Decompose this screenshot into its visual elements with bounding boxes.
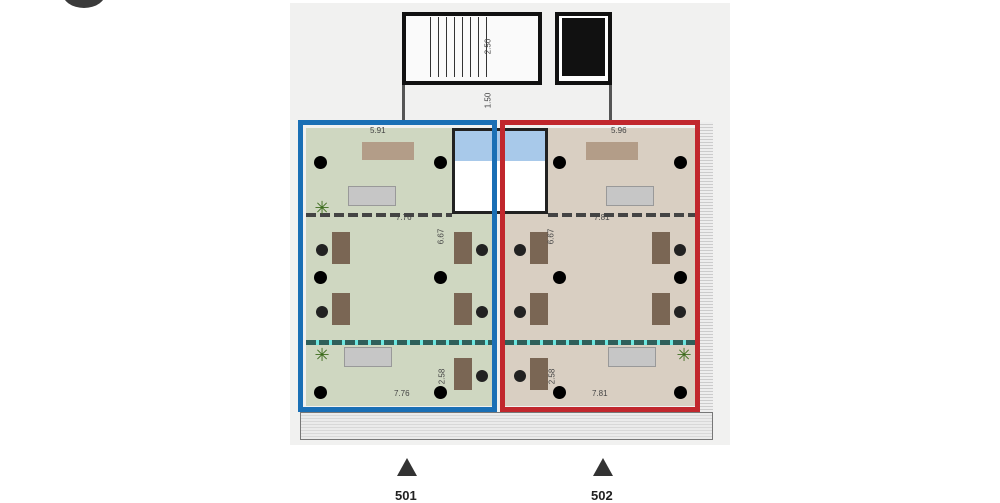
dim-label: 7.76 bbox=[394, 389, 410, 398]
sofa bbox=[348, 186, 396, 206]
column bbox=[674, 156, 687, 169]
desk bbox=[332, 293, 350, 325]
office-chair bbox=[476, 306, 488, 318]
desk bbox=[332, 232, 350, 264]
stair-steps bbox=[430, 17, 488, 77]
office-chair bbox=[476, 244, 488, 256]
reception-desk bbox=[362, 142, 414, 160]
sofa bbox=[606, 186, 654, 206]
side-terrace bbox=[700, 122, 713, 412]
sofa bbox=[608, 347, 656, 367]
dim-label: 2.58 bbox=[437, 368, 447, 385]
unit-501-outline bbox=[298, 120, 497, 412]
office-chair bbox=[316, 306, 328, 318]
unit-502-label[interactable]: 502 bbox=[591, 488, 613, 503]
reception-desk bbox=[586, 142, 638, 160]
dim-label: 6.67 bbox=[546, 228, 556, 245]
plant-icon: ✳ bbox=[314, 345, 330, 365]
unit-502-outline bbox=[500, 120, 700, 412]
column bbox=[314, 271, 327, 284]
desk bbox=[454, 293, 472, 325]
column bbox=[314, 386, 327, 399]
unit-501-marker-icon[interactable] bbox=[397, 458, 417, 476]
plant-icon: ✳ bbox=[676, 345, 692, 365]
dim-label: 5.91 bbox=[370, 126, 386, 135]
column bbox=[553, 386, 566, 399]
office-chair bbox=[514, 370, 526, 382]
office-chair bbox=[674, 306, 686, 318]
column bbox=[553, 271, 566, 284]
column bbox=[674, 386, 687, 399]
sofa bbox=[344, 347, 392, 367]
column bbox=[314, 156, 327, 169]
bottom-terrace bbox=[300, 412, 713, 440]
dim-label: 7.81 bbox=[594, 213, 610, 222]
desk bbox=[652, 232, 670, 264]
office-chair bbox=[674, 244, 686, 256]
desk bbox=[454, 358, 472, 390]
dim-label: 7.81 bbox=[592, 389, 608, 398]
desk bbox=[454, 232, 472, 264]
elevator-car bbox=[562, 18, 605, 76]
desk bbox=[652, 293, 670, 325]
desk bbox=[530, 232, 548, 264]
column bbox=[434, 386, 447, 399]
desk bbox=[530, 293, 548, 325]
partition-line bbox=[306, 213, 452, 217]
office-chair bbox=[316, 244, 328, 256]
unit-501-label[interactable]: 501 bbox=[395, 488, 417, 503]
partition-line bbox=[548, 213, 698, 217]
column bbox=[434, 156, 447, 169]
plant-icon: ✳ bbox=[314, 198, 330, 218]
dim-label: 7.76 bbox=[396, 213, 412, 222]
corridor bbox=[402, 85, 612, 121]
glass-partition bbox=[306, 340, 496, 345]
corridor-depth-label: 1.50 bbox=[483, 92, 493, 109]
dim-label: 5.96 bbox=[611, 126, 627, 135]
desk bbox=[530, 358, 548, 390]
column bbox=[674, 271, 687, 284]
office-chair bbox=[514, 306, 526, 318]
stair-depth-label: 2.50 bbox=[483, 38, 493, 55]
glass-partition bbox=[504, 340, 698, 345]
office-chair bbox=[476, 370, 488, 382]
office-chair bbox=[514, 244, 526, 256]
unit-502-marker-icon[interactable] bbox=[593, 458, 613, 476]
dim-label: 6.67 bbox=[436, 228, 446, 245]
dim-label: 2.58 bbox=[547, 368, 557, 385]
column bbox=[434, 271, 447, 284]
section-badge bbox=[62, 0, 106, 8]
column bbox=[553, 156, 566, 169]
